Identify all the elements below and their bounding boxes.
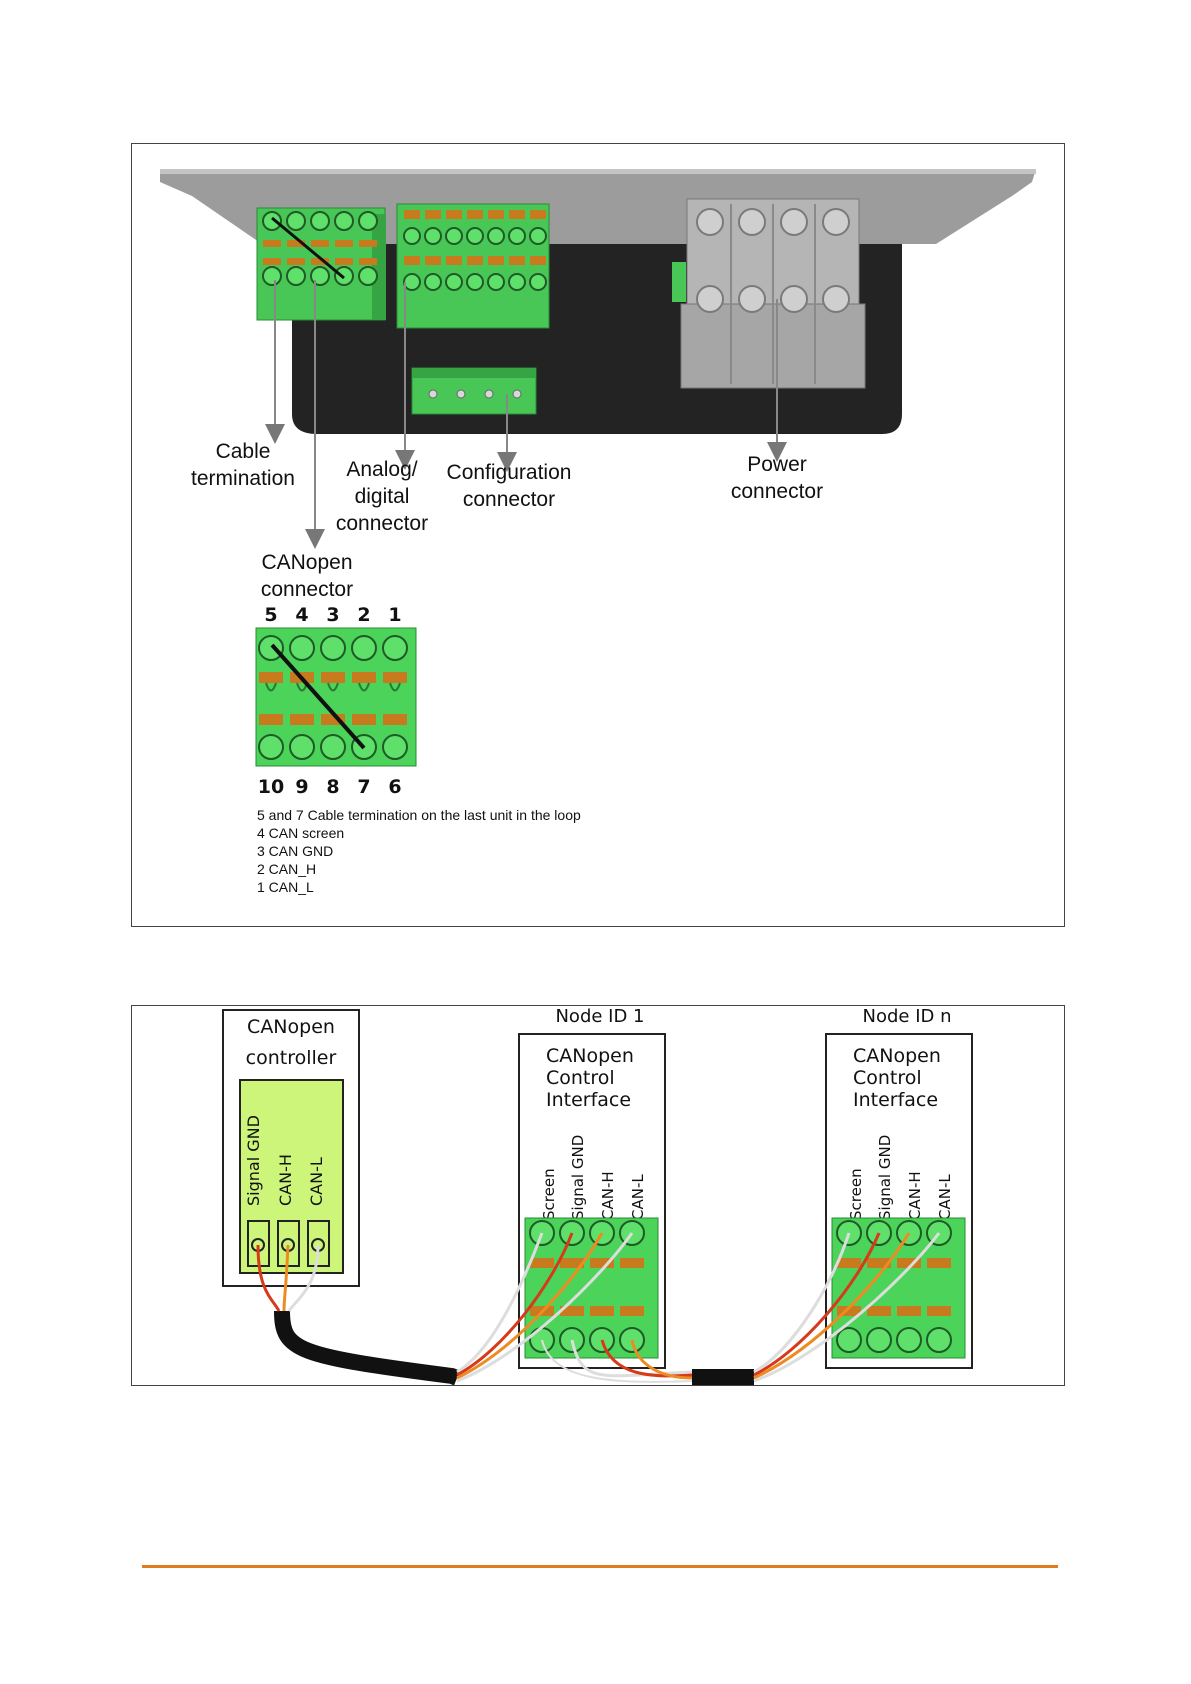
noden-title-line: CANopen <box>853 1045 941 1067</box>
pin-label: 2 <box>357 604 371 626</box>
node1-title-line: Interface <box>546 1089 632 1111</box>
configuration-label: Configuration connector <box>446 461 572 511</box>
pin-label: 4 <box>295 604 309 626</box>
cable-controller-to-node1 <box>274 1310 460 1385</box>
node1-connector <box>524 1217 659 1359</box>
pin-label: 6 <box>388 776 402 798</box>
pin-label: 8 <box>326 776 340 798</box>
legend-line: 2 CAN_H <box>257 861 317 877</box>
noden-title-line: Interface <box>853 1089 939 1111</box>
canopen-connector-block <box>256 207 386 321</box>
wiring-drawing <box>247 1217 966 1385</box>
controller-terminal-panel <box>239 1079 344 1274</box>
node1-title-line: Control <box>546 1067 615 1089</box>
power-connector-block <box>680 198 866 389</box>
legend-line: 3 CAN GND <box>257 843 334 859</box>
noden-title-line: Control <box>853 1067 922 1089</box>
legend-line: 1 CAN_L <box>257 879 314 895</box>
configuration-connector-block <box>411 367 537 415</box>
pin-label: 5 <box>264 604 278 626</box>
analog-digital-label: Analog/ digital connector <box>335 458 429 535</box>
cable-termination-label: Cable termination <box>191 440 295 490</box>
controller-box: CANopen controller <box>222 1009 360 1287</box>
noden-connector <box>831 1217 966 1359</box>
pin-label: 7 <box>357 776 371 798</box>
pin-label: 9 <box>295 776 309 798</box>
noden-header: Node ID n <box>862 1006 952 1027</box>
pin-legend: 5 and 7 Cable termination on the last un… <box>257 806 581 896</box>
analog-digital-connector-block <box>396 203 550 329</box>
power-label: Power connector <box>730 453 824 503</box>
connector-layout-figure: Cable termination Analog/ digital connec… <box>131 143 1065 927</box>
wiring-figure: CANopen controller Signal GND CAN-H CAN-… <box>131 1005 1065 1386</box>
canopen-connector-detail <box>255 627 417 767</box>
legend-line: 5 and 7 Cable termination on the last un… <box>257 807 581 823</box>
node1-title-line: CANopen <box>546 1045 634 1067</box>
pin-label: 1 <box>388 604 402 626</box>
legend-line: 4 CAN screen <box>257 825 345 841</box>
canopen-label: CANopen connector <box>260 551 354 601</box>
pin-label: 10 <box>257 776 285 798</box>
node1-header: Node ID 1 <box>555 1006 645 1027</box>
controller-title-line1: CANopen <box>247 1016 335 1038</box>
footer-rule <box>142 1565 1058 1568</box>
pin-label: 3 <box>326 604 340 626</box>
controller-title-line2: controller <box>245 1047 337 1069</box>
device-drawing <box>160 169 1036 767</box>
